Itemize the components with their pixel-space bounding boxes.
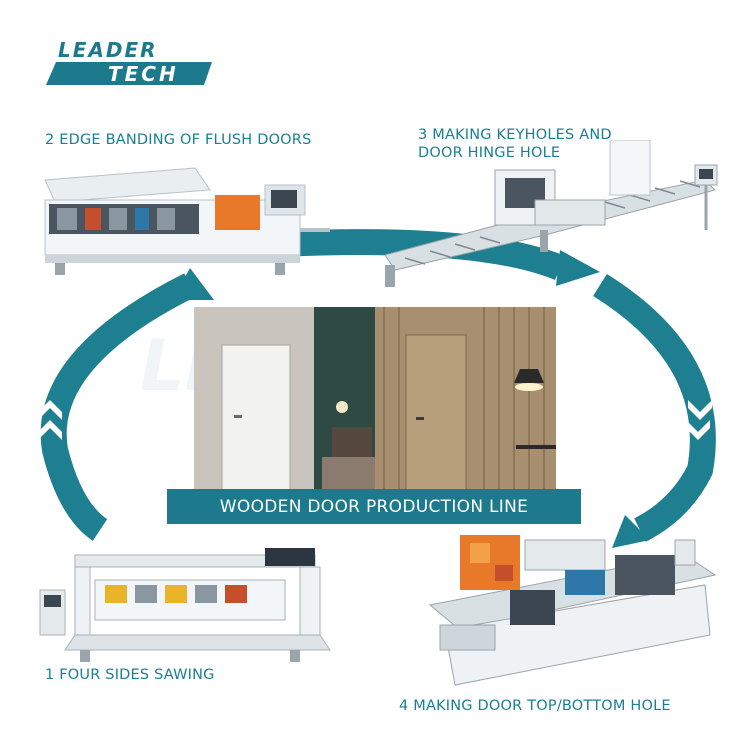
- arc-right: [593, 273, 716, 542]
- step-3-label-line1: 3 MAKING KEYHOLES AND: [418, 127, 612, 143]
- door-showcase-photo: [194, 307, 556, 493]
- arrowhead-top: [556, 250, 600, 286]
- step-2-label: 2 EDGE BANDING OF FLUSH DOORS: [45, 132, 312, 148]
- logo-text-line1: LEADER: [58, 38, 158, 62]
- top-bottom-hole-machine-image: [428, 535, 717, 686]
- chevron-right-2: [686, 420, 710, 440]
- step-1-label: 1 FOUR SIDES SAWING: [45, 667, 215, 683]
- arrowhead-right: [612, 515, 650, 548]
- logo-bar: [46, 62, 212, 85]
- chevron-right-1: [688, 400, 712, 420]
- edge-banding-machine-image: [44, 167, 330, 275]
- chevrons-left: [38, 400, 62, 440]
- chevron-left-1: [38, 400, 62, 420]
- chevrons-right: [686, 400, 712, 440]
- keyhole-hinge-machine-image: [385, 140, 718, 287]
- four-sides-sawing-machine-image: [39, 548, 331, 662]
- step-4-label: 4 MAKING DOOR TOP/BOTTOM HOLE: [399, 698, 671, 714]
- step-3-label-line2: DOOR HINGE HOLE: [418, 145, 561, 161]
- logo-text-line2: TECH: [108, 62, 179, 86]
- production-line-banner: WOODEN DOOR PRODUCTION LINE: [167, 489, 581, 524]
- leadertech-logo: LEADER TECH: [46, 38, 212, 86]
- chevron-left-2: [38, 420, 62, 440]
- arrowhead-left: [172, 268, 214, 300]
